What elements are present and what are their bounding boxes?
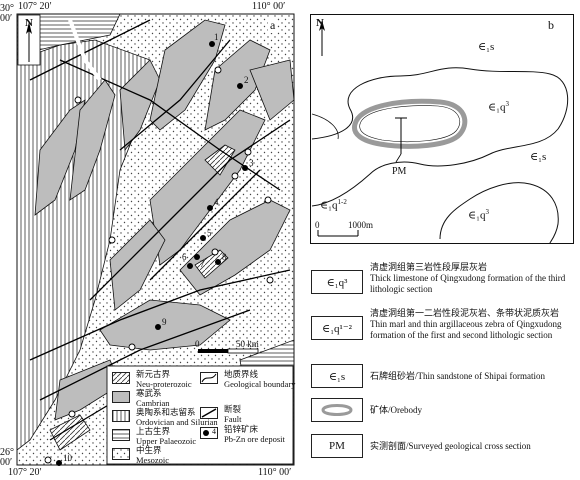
unit-label-q3-top: ∈₁q3 [488,100,509,114]
legend-b-text-s: 石牌组砂岩/Thin sandstone of Shipai formation [370,371,545,381]
legend-a-en: Pb-Zn ore deposit [224,433,285,444]
legend-a-en: Upper Palaeozoic [136,435,197,446]
scale-label-a: 50 km [236,339,259,349]
lon-left-bottom: 107° 20′ [8,467,42,478]
legend-a-en: Neu-proterozoic [136,378,192,389]
north-label-a: N [25,17,33,29]
lat-top-deg: 30° [0,3,14,14]
deposit-number: 5 [207,228,212,238]
unit-label-s-right: ∈₁s [530,151,547,163]
deposit-markers [56,41,248,466]
unit-label-s-top: ∈₁s [478,41,495,53]
map-b-svg [310,14,574,244]
pm-label: PM [392,166,407,177]
panel-label-b: b [548,18,554,32]
legend-b-text-pm: 实测剖面/Surveyed geological cross section [370,441,531,451]
scale-zero-a: 0 [195,339,200,349]
legend-b-box-s: ∈₁s [311,364,363,388]
legend-a-zh: 奥陶系和志留系 [136,407,196,417]
legend-a-en: Geological boundary [224,378,296,389]
legend-b-text-orebody: 矿体/Orebody [370,405,422,415]
scale-bar-a-white [227,348,259,354]
unit-label-q3-bottom: ∈₁q3 [468,208,489,222]
legend-b-box-pm: PM [311,434,363,458]
deposit-number: 6 [182,252,187,262]
deposit-number: 3 [249,158,254,168]
lon-right-bottom: 110° 00′ [258,467,292,478]
legend-b-box-orebody [311,398,363,422]
town-markers [44,66,274,464]
legend-a-zh: 地质界线 [224,369,259,379]
legend-a-deposit-num: 4 [212,427,216,436]
scale-label-b: 1000m [348,220,374,230]
deposit-number: 9 [162,317,167,327]
lat-top-min: 00′ [0,13,13,24]
map-a-geology [17,14,294,465]
legend-b-box-q3: ∈₁q³ [311,270,363,294]
lat-bottom-min: 00′ [0,457,13,468]
deposit-number: 7 [200,259,205,269]
deposit-number: 4 [214,197,219,207]
legend-a-zh: 断裂 [224,404,242,414]
legend-a-zh: 新元古界 [136,369,171,379]
orebody-swatch [321,404,353,416]
scale-bar-a-black [198,349,228,353]
legend-a-en: Mesozoic [136,454,170,465]
lat-bottom-deg: 26° [0,447,14,458]
orebody-ring [352,98,468,149]
map-a-svg [16,13,295,466]
legend-a-zh: 寒武系 [136,388,162,398]
unit-label-q12: ∈₁q1-2 [320,198,347,212]
legend-a-zh: 中生界 [136,445,162,455]
deposit-number: 2 [244,75,249,85]
deposit-number: 8 [222,252,227,262]
lon-left-top: 107° 20′ [18,1,52,12]
panel-label-a: a [268,18,278,33]
legend-a-en: Fault [224,413,242,424]
lon-right-top: 110° 00′ [252,1,286,12]
legend-a-zh: 铅锌矿床 [224,424,259,434]
north-label-b: N [316,17,324,29]
deposit-number: 10 [63,453,72,463]
legend-a-en: Cambrian [136,397,170,408]
legend-b-box-q12: ∈₁q¹⁻² [311,316,363,340]
legend-a-en: Ordovician and Silurian [136,416,218,427]
legend-a-zh: 上古生界 [136,426,171,436]
scale-zero-b: 0 [315,220,320,230]
deposit-number: 1 [214,32,219,42]
